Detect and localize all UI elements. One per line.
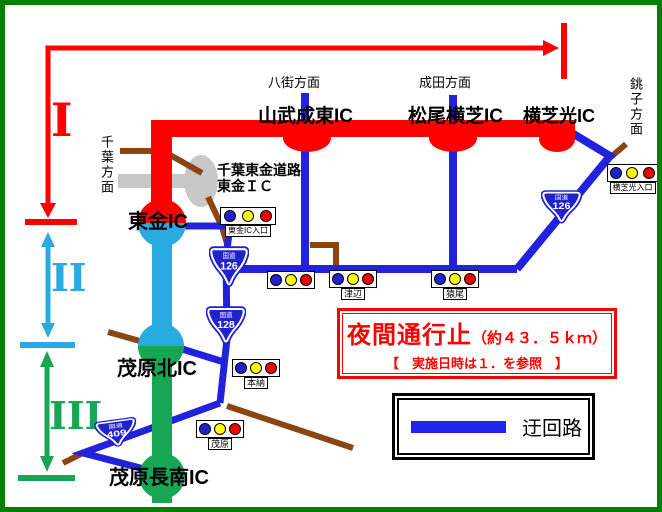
traffic-light-icon <box>232 359 280 377</box>
ic-label-mobara-chonan: 茂原長南IC <box>109 467 209 489</box>
route-shield-126-yokoshiba: 国道 126 <box>540 190 583 230</box>
direction-choshi: 銚子方面 <box>627 77 643 137</box>
route-shield-126-togane: 国道 126 <box>208 246 250 294</box>
svg-text:国道: 国道 <box>555 194 568 201</box>
route-shield-icon: 国道 126 <box>208 246 250 288</box>
svg-text:409: 409 <box>106 429 127 441</box>
signal-honno: 本納 <box>232 359 280 389</box>
svg-text:国道: 国道 <box>220 310 234 319</box>
svg-text:国道: 国道 <box>223 251 236 260</box>
svg-text:126: 126 <box>553 202 571 212</box>
signal-mobara: 茂原 <box>196 420 244 450</box>
closure-distance: （約４３．５ｋｍ） <box>471 330 607 347</box>
legend-detour-line-icon <box>411 420 506 433</box>
direction-yachimata: 八街方面 <box>268 75 321 90</box>
section3-numeral: III <box>49 393 103 438</box>
legend-box: 迂回路 <box>392 393 595 460</box>
signal-yokoshiba-hikari-entrance: 横芝光入口 <box>607 164 657 194</box>
expressway-name-line1: 千葉東金道路 <box>217 162 301 178</box>
signal-label: 猿尾 <box>442 288 467 300</box>
traffic-light-icon <box>607 164 657 182</box>
signal-label: 本納 <box>243 377 268 389</box>
ic-bump-matsuo-yokoshiba <box>429 124 477 152</box>
closure-notice-box: 夜間通行止 （約４３．５ｋｍ） 【 実施日時は１．を参照 】 <box>337 308 617 379</box>
section3-extent-arrow <box>18 351 75 481</box>
traffic-light-icon <box>267 271 315 289</box>
legend-inner: 迂回路 <box>397 398 590 455</box>
ic-label-mobara-kita: 茂原北IC <box>117 358 197 380</box>
traffic-light-icon <box>220 207 276 225</box>
traffic-light-icon <box>431 270 479 288</box>
ic-label-matsuo-yokoshiba: 松尾横芝IC <box>408 106 504 127</box>
section2-numeral: II <box>51 255 87 300</box>
signal-label: 横芝光入口 <box>609 182 656 194</box>
section2-extent-arrow <box>20 232 75 348</box>
svg-text:国道: 国道 <box>108 421 124 430</box>
direction-narita: 成田方面 <box>419 75 472 90</box>
section1-extent-arrow <box>25 23 567 225</box>
route-shield-icon: 国道 128 <box>205 306 247 345</box>
signal-togane-ic-entrance: 東金IC入口 <box>220 207 276 237</box>
route-shield-icon: 国道 126 <box>540 190 583 224</box>
section1-numeral: I <box>51 93 73 147</box>
svg-text:128: 128 <box>217 319 235 331</box>
ic-label-yokoshiba-hikari: 横芝光IC <box>523 106 595 126</box>
route-shield-409: 国道 409 <box>93 416 140 456</box>
closure-note: 【 実施日時は１．を参照 】 <box>385 356 568 371</box>
expressway-name-line2: 東金ＩＣ <box>217 178 273 195</box>
signal-label: 津辺 <box>340 288 365 300</box>
ic-label-sanmu-naruto: 山武成東IC <box>258 106 354 127</box>
signal-sao: 猿尾 <box>431 270 479 300</box>
signal-label: 茂原 <box>207 438 232 450</box>
route-shield-icon: 国道 409 <box>93 417 137 447</box>
mobara-kita-ic-node <box>138 323 184 369</box>
svg-text:126: 126 <box>220 260 238 272</box>
route-shield-128: 国道 128 <box>205 306 247 351</box>
closure-notice-inner: 夜間通行止 （約４３．５ｋｍ） 【 実施日時は１．を参照 】 <box>342 313 612 374</box>
expressway-name-block: 千葉東金道路 東金ＩＣ <box>217 162 301 194</box>
signal-tsube: 津辺 <box>329 270 377 300</box>
direction-chiba: 千葉方面 <box>98 135 114 195</box>
traffic-light-icon <box>329 270 377 288</box>
togane-ic-node <box>138 199 186 247</box>
closure-title: 夜間通行止 <box>346 322 472 349</box>
section2-road <box>152 223 172 345</box>
ic-bump-sanmu-naruto <box>283 124 331 152</box>
ic-bump-yokoshiba-hikari <box>539 126 575 152</box>
closed-section-road <box>151 120 575 215</box>
mobara-chonan-ic-node <box>139 453 185 499</box>
ic-label-togane: 東金IC <box>128 211 188 233</box>
signal-unnamed <box>267 271 315 289</box>
legend-detour-label: 迂回路 <box>522 418 582 440</box>
traffic-light-icon <box>196 420 244 438</box>
signal-label: 東金IC入口 <box>225 225 271 237</box>
